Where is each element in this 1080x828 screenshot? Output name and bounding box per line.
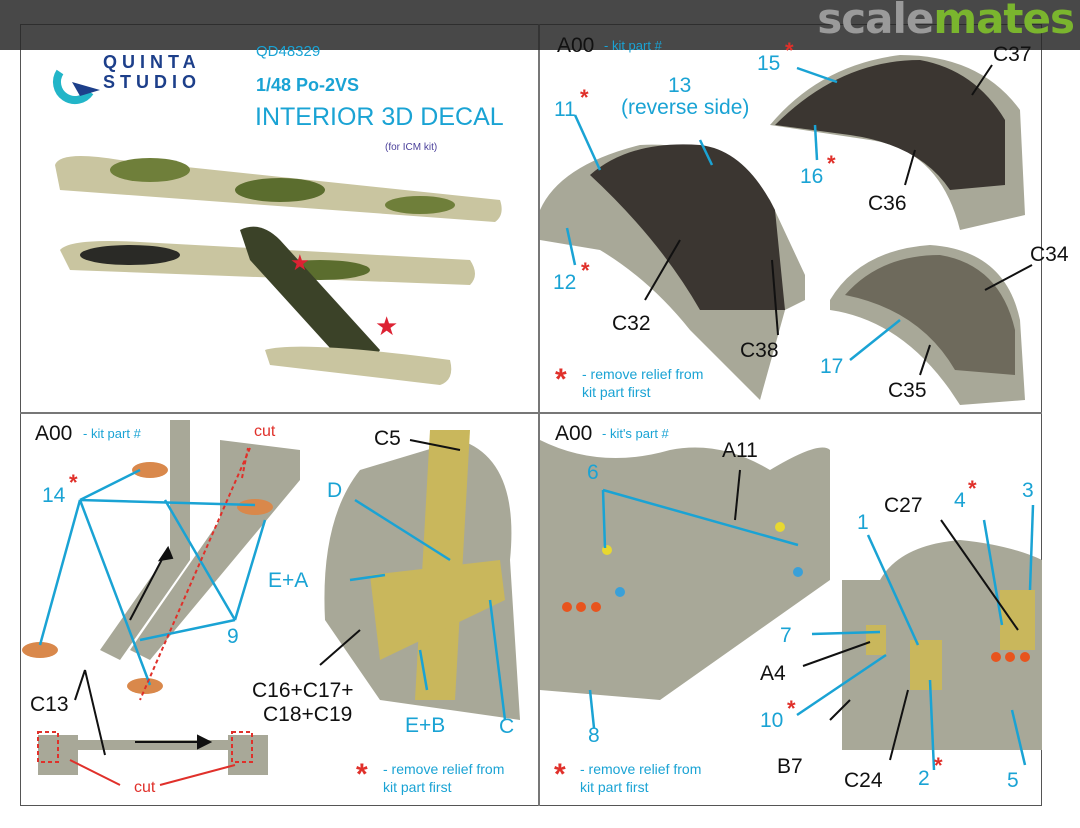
label-c13: C13 <box>30 693 69 716</box>
leader-lines-black <box>74 64 1033 761</box>
label-d: D <box>327 479 343 502</box>
decal-17 <box>845 255 1015 375</box>
decal-2 <box>910 640 942 690</box>
kit-note: (for ICM kit) <box>385 142 438 153</box>
remove-relief-note: kit part first <box>582 384 651 400</box>
label-c24: C24 <box>844 769 883 792</box>
label-15: 15 <box>757 52 781 75</box>
label-17: 17 <box>820 355 844 378</box>
remove-relief-note: - remove relief from <box>580 761 702 777</box>
label-c18-c19: C18+C19 <box>263 703 353 726</box>
label-c5: C5 <box>374 427 401 450</box>
label-7: 7 <box>780 624 792 647</box>
scalemates-watermark: scalemates <box>817 0 1075 43</box>
label-5: 5 <box>1007 769 1019 792</box>
product-subtitle: INTERIOR 3D DECAL <box>255 103 504 131</box>
quinta-logo-icon <box>52 69 100 104</box>
asterisk-icon: * <box>968 476 977 501</box>
decal-7 <box>866 625 886 655</box>
label-c37: C37 <box>993 43 1032 66</box>
label-e-b: E+B <box>405 714 446 737</box>
instrument-panel-13 <box>590 144 785 310</box>
part-c13-side <box>38 740 268 750</box>
asterisk-icon: * <box>356 758 368 791</box>
direction-arrows <box>129 545 213 750</box>
label-cut: cut <box>134 779 156 796</box>
divider <box>538 24 540 806</box>
instrument-panel-c37 <box>775 60 1005 190</box>
label-2: 2 <box>918 767 930 790</box>
product-title: 1/48 Po-2VS <box>256 75 360 95</box>
label-c: C <box>499 715 515 738</box>
asterisk-icon: * <box>785 38 794 63</box>
aircraft-illustration: ★★ <box>55 156 502 385</box>
kit-code-legend: A00 <box>35 422 73 445</box>
asterisk-icon: * <box>934 753 943 778</box>
brand-name-line1: QUINTA <box>103 52 201 72</box>
asterisk-icon: * <box>581 258 590 283</box>
kit-part-legend: - kit part # <box>604 38 662 53</box>
svg-text:★: ★ <box>290 250 310 275</box>
label-c27: C27 <box>884 494 923 517</box>
label-b7: B7 <box>777 755 803 778</box>
kit-part-legend: - kit part # <box>83 426 141 441</box>
asterisk-icon: * <box>554 758 566 791</box>
remove-relief-note: kit part first <box>580 779 649 795</box>
product-code: QD48329 <box>256 43 321 60</box>
label-9: 9 <box>227 625 239 648</box>
label-16: 16 <box>800 165 824 188</box>
asterisk-icon: * <box>827 151 836 176</box>
kit-part-legend: - kit's part # <box>602 426 669 441</box>
divider <box>20 412 1042 414</box>
brand-name-line2: STUDIO <box>103 72 202 92</box>
label-c32: C32 <box>612 312 651 335</box>
part-c13 <box>100 420 190 660</box>
label-c16-c17: C16+C17+ <box>252 679 354 702</box>
remove-relief-note: kit part first <box>383 779 452 795</box>
label-e-a: E+A <box>268 569 309 592</box>
remove-relief-note: - remove relief from <box>582 366 704 382</box>
label-14: 14 <box>42 484 66 507</box>
label-c38: C38 <box>740 339 779 362</box>
label-cut: cut <box>254 423 276 440</box>
decal-3 <box>1000 590 1035 650</box>
label-1: 1 <box>857 511 869 534</box>
label-6: 6 <box>587 461 599 484</box>
label-c34: C34 <box>1030 243 1069 266</box>
label-11: 11 <box>554 98 576 121</box>
watermark-band <box>0 0 1080 50</box>
svg-text:★: ★ <box>375 311 398 341</box>
label-13: 13 <box>668 74 692 97</box>
remove-relief-note: - remove relief from <box>383 761 505 777</box>
part-a11 <box>540 440 830 700</box>
kit-code-legend: A00 <box>555 422 593 445</box>
label-c35: C35 <box>888 379 927 402</box>
label-10: 10 <box>760 709 784 732</box>
label-a4: A4 <box>760 662 786 685</box>
asterisk-icon: * <box>555 363 567 396</box>
label-12: 12 <box>553 271 577 294</box>
asterisk-icon: * <box>787 696 796 721</box>
asterisk-icon: * <box>69 470 78 495</box>
label-a11: A11 <box>722 439 758 462</box>
leader-lines-blue <box>38 66 1035 771</box>
label-reverse-side: (reverse side) <box>621 96 750 119</box>
asterisk-icon: * <box>580 85 589 110</box>
kit-code-legend: A00 <box>557 34 595 57</box>
label-8: 8 <box>588 724 600 747</box>
cut-lines <box>37 447 253 786</box>
label-4: 4 <box>954 489 966 512</box>
label-3: 3 <box>1022 479 1034 502</box>
label-c36: C36 <box>868 192 907 215</box>
